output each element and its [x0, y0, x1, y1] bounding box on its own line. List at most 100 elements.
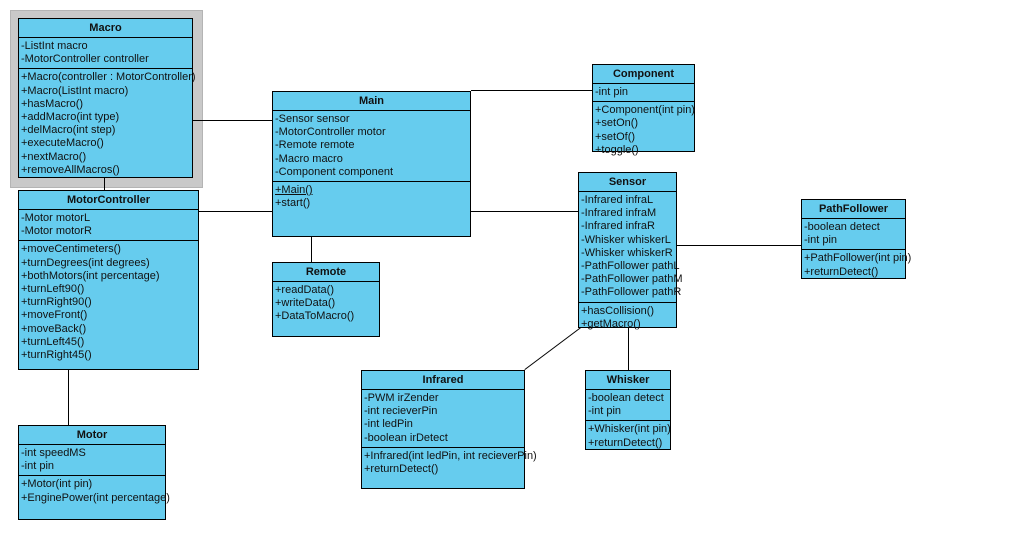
uml-methods-section: +Motor(int pin)+EnginePower(int percenta…	[19, 476, 170, 506]
uml-class-title: Macro	[19, 19, 192, 38]
uml-attributes-section: -int speedMS-int pin	[19, 445, 165, 477]
uml-method: +addMacro(int type)	[21, 111, 120, 124]
uml-method: +Whisker(int pin)	[588, 423, 671, 436]
uml-method: +toggle()	[595, 143, 639, 156]
uml-attributes-section: -boolean detect-int pin	[802, 219, 905, 251]
uml-attribute: -int pin	[804, 234, 838, 247]
uml-method: +delMacro(int step)	[21, 124, 116, 137]
uml-attribute: -Motor motorL	[21, 212, 91, 224]
uml-method: +setOn()	[595, 117, 639, 130]
uml-methods-section: +moveCentimeters()+turnDegrees(int degre…	[19, 241, 198, 364]
uml-methods-section: +Whisker(int pin)+returnDetect()	[586, 421, 671, 451]
uml-attribute: -PathFollower pathR	[581, 286, 682, 299]
uml-method: +bothMotors(int percentage)	[21, 269, 160, 282]
uml-class-motor[interactable]: Motor-int speedMS-int pin+Motor(int pin)…	[18, 425, 170, 520]
uml-attribute: -MotorController controller	[21, 53, 149, 66]
uml-method: +readData()	[275, 284, 335, 296]
uml-class-macro[interactable]: Macro-ListInt macro-MotorController cont…	[18, 18, 196, 179]
uml-method: +executeMacro()	[21, 137, 104, 150]
uml-method: +returnDetect()	[588, 436, 663, 449]
uml-attributes-section: -ListInt macro-MotorController controlle…	[19, 38, 192, 70]
uml-methods-section: +Infrared(int ledPin, int recieverPin)+r…	[362, 448, 537, 478]
uml-attribute: -int ledPin	[364, 418, 413, 431]
connector-line	[199, 211, 272, 212]
uml-method: +hasCollision()	[581, 304, 655, 317]
uml-attributes-section: -boolean detect-int pin	[586, 390, 670, 422]
uml-method: +setOf()	[595, 130, 636, 143]
uml-attribute: -int pin	[21, 460, 55, 473]
connector-line	[104, 178, 105, 190]
uml-class-title: Main	[273, 92, 470, 111]
uml-attribute: -boolean irDetect	[364, 431, 448, 444]
uml-method: +turnRight45()	[21, 349, 92, 362]
uml-method: +getMacro()	[581, 317, 641, 330]
uml-method: +Component(int pin)	[595, 104, 695, 117]
uml-class-motorcontroller[interactable]: MotorController-Motor motorL-Motor motor…	[18, 190, 199, 370]
uml-class-main[interactable]: Main-Sensor sensor-MotorController motor…	[272, 91, 471, 237]
uml-attribute: -int recieverPin	[364, 405, 438, 418]
uml-class-infrared[interactable]: Infrared-PWM irZender-int recieverPin-in…	[361, 370, 537, 489]
uml-attribute: -ListInt macro	[21, 40, 88, 52]
uml-attribute: -int pin	[595, 86, 629, 98]
uml-method: +Macro(controller : MotorController)	[21, 71, 196, 84]
uml-attribute: -Macro macro	[275, 152, 343, 165]
uml-attribute: -Whisker whiskerR	[581, 246, 673, 259]
uml-class-title: Sensor	[579, 173, 676, 192]
uml-class-title: PathFollower	[802, 200, 905, 219]
uml-attribute: -PathFollower pathM	[581, 273, 683, 286]
uml-attribute: -int speedMS	[21, 447, 86, 459]
uml-attributes-section: -Motor motorL-Motor motorR	[19, 210, 198, 242]
uml-method: +start()	[275, 197, 311, 210]
uml-attribute: -PWM irZender	[364, 392, 439, 404]
uml-attributes-section: -PWM irZender-int recieverPin-int ledPin…	[362, 390, 524, 448]
connector-line	[311, 237, 312, 262]
uml-method: +moveFront()	[21, 309, 88, 322]
uml-attribute: -Infrared infraM	[581, 207, 657, 220]
connector-line	[471, 90, 592, 91]
uml-attribute: -Infrared infraL	[581, 194, 654, 206]
uml-method: +PathFollower(int pin)	[804, 252, 912, 265]
uml-class-pathfollower[interactable]: PathFollower-boolean detect-int pin+Path…	[801, 199, 912, 280]
connector-line	[677, 245, 801, 246]
uml-attribute: -Motor motorR	[21, 225, 92, 238]
uml-methods-section: +Macro(controller : MotorController)+Mac…	[19, 69, 196, 179]
connector-line	[524, 327, 581, 370]
uml-method: +nextMacro()	[21, 150, 87, 163]
connector-line	[68, 370, 69, 425]
uml-method: +turnLeft90()	[21, 283, 85, 296]
uml-method: +Motor(int pin)	[21, 478, 93, 491]
uml-class-title: Infrared	[362, 371, 524, 390]
uml-method: +removeAllMacros()	[21, 163, 120, 176]
uml-attribute: -PathFollower pathL	[581, 260, 680, 273]
uml-methods-section: +hasCollision()+getMacro()	[579, 303, 676, 333]
uml-class-remote[interactable]: Remote+readData()+writeData()+DataToMacr…	[272, 262, 380, 337]
uml-method: +EnginePower(int percentage)	[21, 491, 170, 504]
uml-class-title: Motor	[19, 426, 165, 445]
uml-attributes-section: -int pin	[593, 84, 694, 103]
uml-methods-section: +PathFollower(int pin)+returnDetect()	[802, 250, 912, 280]
uml-method: +moveBack()	[21, 322, 87, 335]
uml-attribute: -boolean detect	[588, 392, 664, 404]
uml-attributes-section: -Sensor sensor-MotorController motor-Rem…	[273, 111, 470, 183]
uml-class-component[interactable]: Component-int pin+Component(int pin)+set…	[592, 64, 695, 156]
uml-method: +writeData()	[275, 297, 336, 310]
uml-attribute: -MotorController motor	[275, 126, 386, 139]
uml-attribute: -int pin	[588, 405, 622, 418]
uml-method: +turnDegrees(int degrees)	[21, 256, 150, 269]
uml-attribute: -Whisker whiskerL	[581, 233, 671, 246]
uml-class-title: Whisker	[586, 371, 670, 390]
uml-class-title: MotorController	[19, 191, 198, 210]
uml-method: +turnLeft45()	[21, 335, 85, 348]
uml-class-whisker[interactable]: Whisker-boolean detect-int pin+Whisker(i…	[585, 370, 671, 450]
uml-attribute: -Remote remote	[275, 139, 355, 152]
uml-method: +DataToMacro()	[275, 310, 355, 323]
uml-method: +Main()	[275, 184, 313, 197]
uml-method: +returnDetect()	[804, 265, 879, 278]
uml-method: +moveCentimeters()	[21, 243, 121, 256]
uml-class-sensor[interactable]: Sensor-Infrared infraL-Infrared infraM-I…	[578, 172, 683, 330]
uml-methods-section: +Main()+start()	[273, 182, 470, 212]
uml-method: +returnDetect()	[364, 463, 439, 476]
uml-attributes-section: -Infrared infraL-Infrared infraM-Infrare…	[579, 192, 683, 303]
connector-line	[193, 120, 272, 121]
